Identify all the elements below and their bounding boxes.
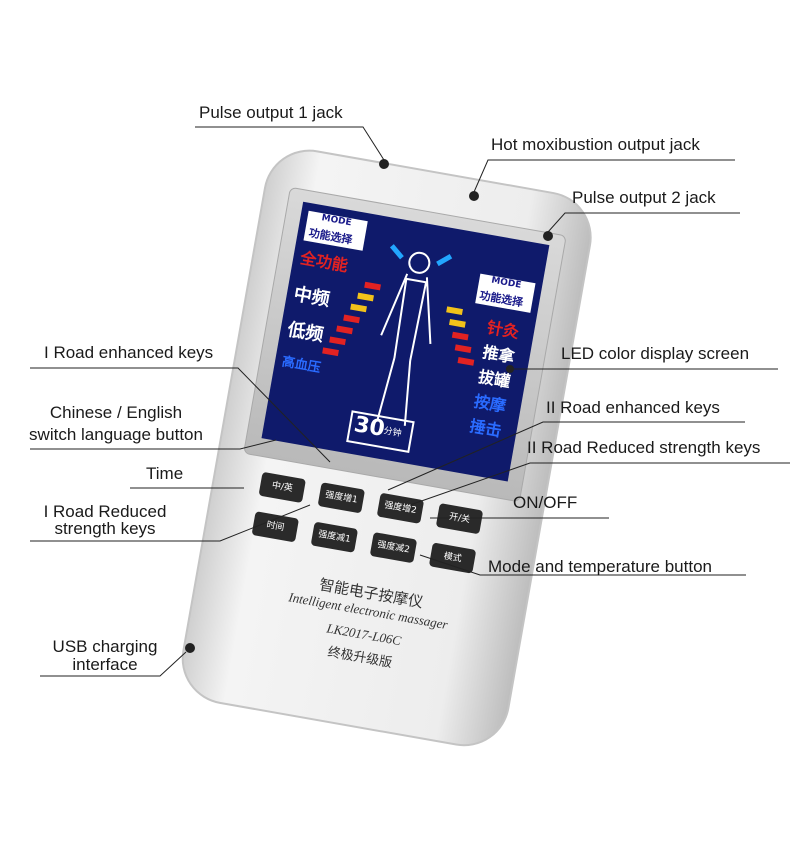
device-illustration <box>30 126 790 747</box>
callout-usb-line1: USB charging <box>52 637 158 656</box>
lcd-left-mode-4: 高血压 <box>280 354 322 377</box>
callout-lang-line1: Chinese / English <box>49 403 183 422</box>
led-dot <box>506 365 514 373</box>
strong2-button[interactable]: 强度增2 <box>383 500 418 517</box>
weak2-button[interactable]: 强度减2 <box>376 539 411 556</box>
lcd-timer-value: 30 <box>352 412 387 443</box>
right-level-bars <box>446 306 475 366</box>
mode-button[interactable]: 模式 <box>442 551 463 565</box>
lcd-left-mode-2: 中频 <box>292 283 332 311</box>
device-body <box>181 149 592 747</box>
callout-road2-enhanced: II Road enhanced keys <box>546 398 720 417</box>
callout-mode-temp: Mode and temperature button <box>488 557 712 576</box>
strong1-button[interactable]: 强度增1 <box>324 490 359 506</box>
leader-lines <box>30 126 790 677</box>
lcd-left-mode-3: 低频 <box>285 319 326 347</box>
callout-usb-line2: interface <box>72 655 138 674</box>
callout-pulse2: Pulse output 2 jack <box>572 188 716 207</box>
callout-led-screen: LED color display screen <box>561 344 750 363</box>
callout-road1-enhanced: I Road enhanced keys <box>44 343 214 362</box>
callout-time: Time <box>146 464 184 483</box>
lcd-timer-unit: 分钟 <box>382 426 403 440</box>
button-row-2 <box>252 511 476 574</box>
onoff-button[interactable]: 开/关 <box>448 511 471 526</box>
lcd-right-mode-5: 捶击 <box>468 416 504 441</box>
pulse1-jack-dot <box>379 159 389 169</box>
callout-lang-line2: switch language button <box>29 425 203 444</box>
button-row-1 <box>259 472 483 534</box>
lcd-left-mode-1: 全功能 <box>298 248 350 276</box>
callout-pulse1: Pulse output 1 jack <box>199 103 343 122</box>
lcd-screen <box>261 201 550 482</box>
callout-onoff: ON/OFF <box>513 493 578 512</box>
pulse2-jack-dot <box>543 231 553 241</box>
weak1-button[interactable]: 强度减1 <box>317 529 352 545</box>
callout-road1-reduced-line2: strength keys <box>54 519 156 538</box>
hot-jack-dot <box>469 191 479 201</box>
left-level-bars <box>322 281 381 357</box>
time-button[interactable]: 时间 <box>265 520 286 534</box>
usb-dot <box>185 643 195 653</box>
lang-button[interactable]: 中/英 <box>270 480 294 495</box>
callout-hot-moxibustion: Hot moxibustion output jack <box>491 135 700 154</box>
callout-road2-reduced: II Road Reduced strength keys <box>527 438 761 457</box>
callout-road1-reduced-line1: I Road Reduced <box>43 502 167 521</box>
